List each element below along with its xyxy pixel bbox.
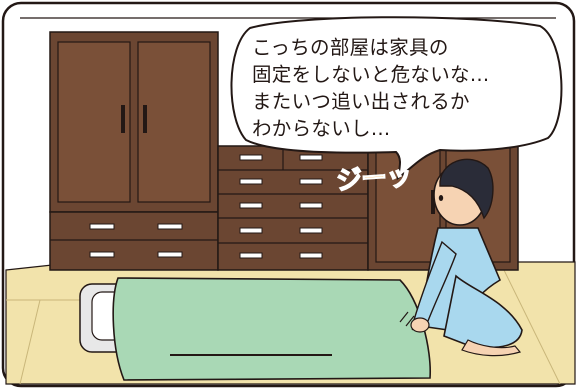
comforter (112, 277, 432, 381)
eye (438, 195, 444, 201)
wardrobe (49, 31, 219, 271)
futon (79, 277, 432, 381)
foot (461, 339, 522, 357)
hair (439, 158, 494, 220)
speech-line: こっちの部屋は家具の (252, 36, 449, 59)
speech-bubble (230, 16, 563, 181)
hand (410, 317, 430, 333)
tatami-seam (19, 299, 41, 385)
speech-line: わからないし… (252, 117, 391, 140)
speech-line: またいつ追い出されるか (252, 90, 470, 113)
sound-effect-text: ジーッ (335, 161, 413, 197)
man-character (410, 158, 523, 357)
speech-line: 固定をしないと危ないな… (252, 63, 490, 86)
tatami-seam (499, 261, 561, 385)
speech-bubble-text: こっちの部屋は家具の 固定をしないと危ないな… またいつ追い出されるか わからな… (252, 34, 552, 142)
